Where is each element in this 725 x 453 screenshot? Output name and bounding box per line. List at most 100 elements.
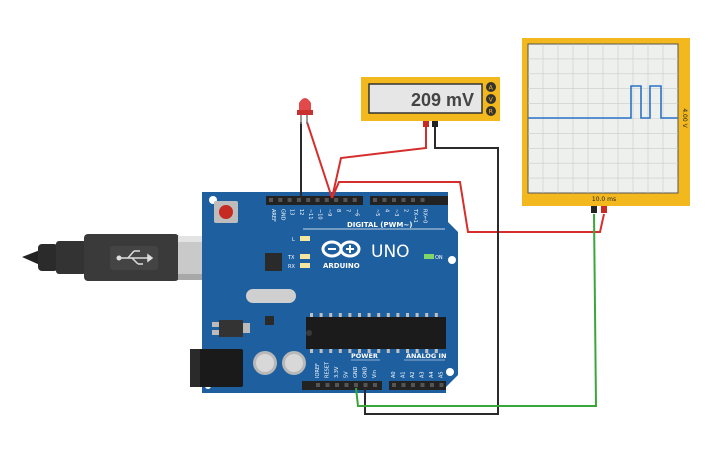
chip-pin (406, 313, 409, 317)
pin-hole[interactable] (343, 198, 348, 202)
pin-hole[interactable] (420, 198, 425, 202)
arduino-logo (321, 240, 361, 258)
pin-hole[interactable] (316, 383, 320, 387)
chip-pin (319, 313, 323, 317)
pin-label: 13 (289, 209, 295, 215)
pin-hole[interactable] (335, 383, 339, 387)
pin-hole[interactable] (373, 383, 377, 387)
pin-hole[interactable] (325, 383, 330, 387)
capacitor (282, 351, 306, 375)
pin-label: A5 (439, 371, 445, 378)
smd-component (265, 316, 274, 325)
probe-negative[interactable] (432, 121, 438, 127)
multimeter[interactable]: A V R (361, 77, 500, 127)
pin-hole[interactable] (439, 383, 444, 387)
pin-label: GND (363, 366, 369, 378)
led-label-tx: TX (287, 255, 295, 261)
pin-hole[interactable] (363, 383, 368, 387)
atmega-chip (306, 317, 446, 349)
pin-hole[interactable] (287, 198, 292, 202)
pin-label: A2 (410, 371, 416, 378)
pin-hole[interactable] (334, 198, 339, 202)
chip-pin (348, 313, 352, 317)
chip-pin (338, 313, 342, 317)
pin-label: ~9 (326, 209, 332, 216)
oscilloscope[interactable] (522, 38, 690, 206)
pin-label: GND (353, 366, 359, 378)
pin-label: TX→1 (412, 208, 418, 223)
power-jack[interactable] (190, 349, 243, 387)
pin-label: GND (279, 209, 285, 221)
wire-black-multimeter[interactable] (364, 125, 499, 415)
chip-pin (415, 313, 419, 317)
arduino-model: UNO (371, 242, 410, 262)
pin-hole[interactable] (430, 383, 434, 387)
mode-r-label: R (489, 108, 494, 116)
digital-header (266, 196, 448, 205)
wire-red-oscilloscope[interactable] (331, 181, 605, 233)
digital-pin-holes[interactable] (269, 198, 425, 202)
pin-label: IOREF (315, 363, 321, 378)
pin-hole[interactable] (373, 198, 377, 202)
pin-hole[interactable] (296, 198, 301, 202)
pin-label: A3 (420, 371, 426, 378)
reset-button[interactable] (214, 201, 238, 223)
chip-pin (358, 349, 361, 353)
chip-pin (386, 313, 390, 317)
pin-hole[interactable] (411, 383, 415, 387)
pin-hole[interactable] (392, 383, 396, 387)
pin-hole[interactable] (411, 198, 415, 202)
pin-hole[interactable] (392, 198, 396, 202)
pin-hole[interactable] (344, 383, 349, 387)
analog-in-label: ANALOG IN (406, 352, 446, 360)
pin-hole[interactable] (420, 383, 425, 387)
capacitor (253, 351, 277, 375)
digital-header-label: DIGITAL (PWM~) (347, 221, 412, 229)
wire-red-multimeter[interactable] (331, 125, 427, 199)
scope-probe-positive[interactable] (601, 206, 607, 213)
wire-green-oscilloscope[interactable] (355, 213, 598, 407)
mode-ammeter-button[interactable] (486, 82, 496, 92)
analog-header (389, 381, 446, 390)
red-led[interactable] (297, 98, 313, 124)
mount-hole (446, 368, 454, 376)
pin-hole[interactable] (352, 198, 357, 202)
chip-pin (329, 313, 333, 317)
mode-voltmeter-button[interactable] (486, 94, 496, 104)
wire-red-led[interactable] (306, 121, 333, 199)
pin-hole[interactable] (324, 198, 329, 202)
chip-pin (367, 349, 371, 353)
pin-hole[interactable] (354, 383, 358, 387)
pin-label: 3.3V (334, 366, 340, 378)
chip-pins (310, 313, 438, 353)
chip-pin (329, 349, 333, 353)
chip-pin (396, 349, 400, 353)
chip-pin (367, 313, 371, 317)
pin-label: RESET (325, 361, 331, 378)
chip-pin (406, 349, 409, 353)
pin-hole[interactable] (269, 198, 273, 202)
usb-icon (116, 250, 154, 265)
pin-label: ~5 (374, 209, 380, 216)
chip-pin (434, 349, 438, 353)
pin-hole[interactable] (401, 383, 406, 387)
pin-hole[interactable] (401, 198, 406, 202)
chip-pin (348, 349, 352, 353)
mode-ohmmeter-button[interactable] (486, 106, 496, 116)
pin-hole[interactable] (306, 198, 311, 202)
bottom-pin-holes[interactable] (316, 383, 444, 387)
chip-pin (425, 349, 429, 353)
probe-positive[interactable] (423, 121, 429, 127)
pin-hole[interactable] (278, 198, 283, 202)
pin-hole[interactable] (315, 198, 320, 202)
led-label-rx: RX (288, 264, 295, 270)
pin-label: 5V (344, 371, 350, 378)
pin-hole[interactable] (382, 198, 387, 202)
usb-cable[interactable] (22, 234, 179, 281)
scope-volt-label: 4.00 V (681, 108, 688, 128)
multimeter-reading: 209 mV (411, 90, 474, 110)
power-label: POWER (351, 352, 378, 360)
scope-probe-negative[interactable] (591, 206, 597, 213)
